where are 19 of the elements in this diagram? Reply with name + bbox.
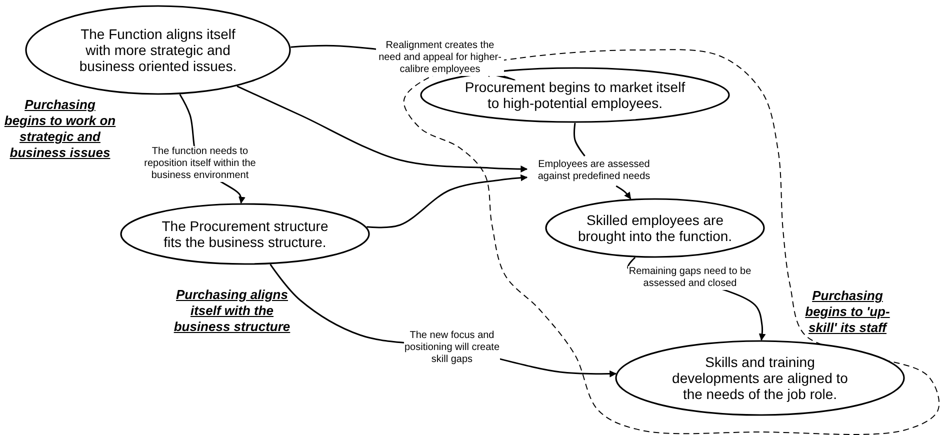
process-ellipse: [545, 198, 765, 258]
arrow: [236, 86, 528, 172]
stage-caption: Purchasing aligns itself with the business structure: [172, 287, 292, 335]
process-ellipse: [25, 5, 291, 95]
edge-label: Realignment creates the need and appeal for higher-calibre employees: [376, 40, 504, 76]
flow-note: Employees are assessed against predefined needs: [536, 159, 652, 183]
stage-caption: Purchasing begins to 'up-skill' its staff: [804, 288, 891, 336]
node-text: Skilled employees are brought into the function.: [576, 212, 734, 244]
arrow: [366, 174, 528, 228]
process-ellipse: [615, 340, 905, 416]
stage-caption: Purchasing begins to work on strategic and business issues: [4, 97, 116, 161]
node-text: Procurement begins to market itself to high-potential employees.: [464, 79, 686, 111]
edge-label: Remaining gaps need to be assessed and closed: [628, 266, 752, 290]
arrow: [616, 185, 632, 200]
edge-label: The new focus and positioning will create skill gaps: [404, 330, 500, 366]
node-text: The Procurement structure fits the business structure.: [160, 218, 330, 250]
node-text: The Function aligns itself with more strategic and business oriented issues.: [78, 26, 238, 74]
process-ellipse: [120, 203, 370, 265]
node-text: Skills and training developments are aligned to the needs of the job role.: [671, 354, 849, 402]
